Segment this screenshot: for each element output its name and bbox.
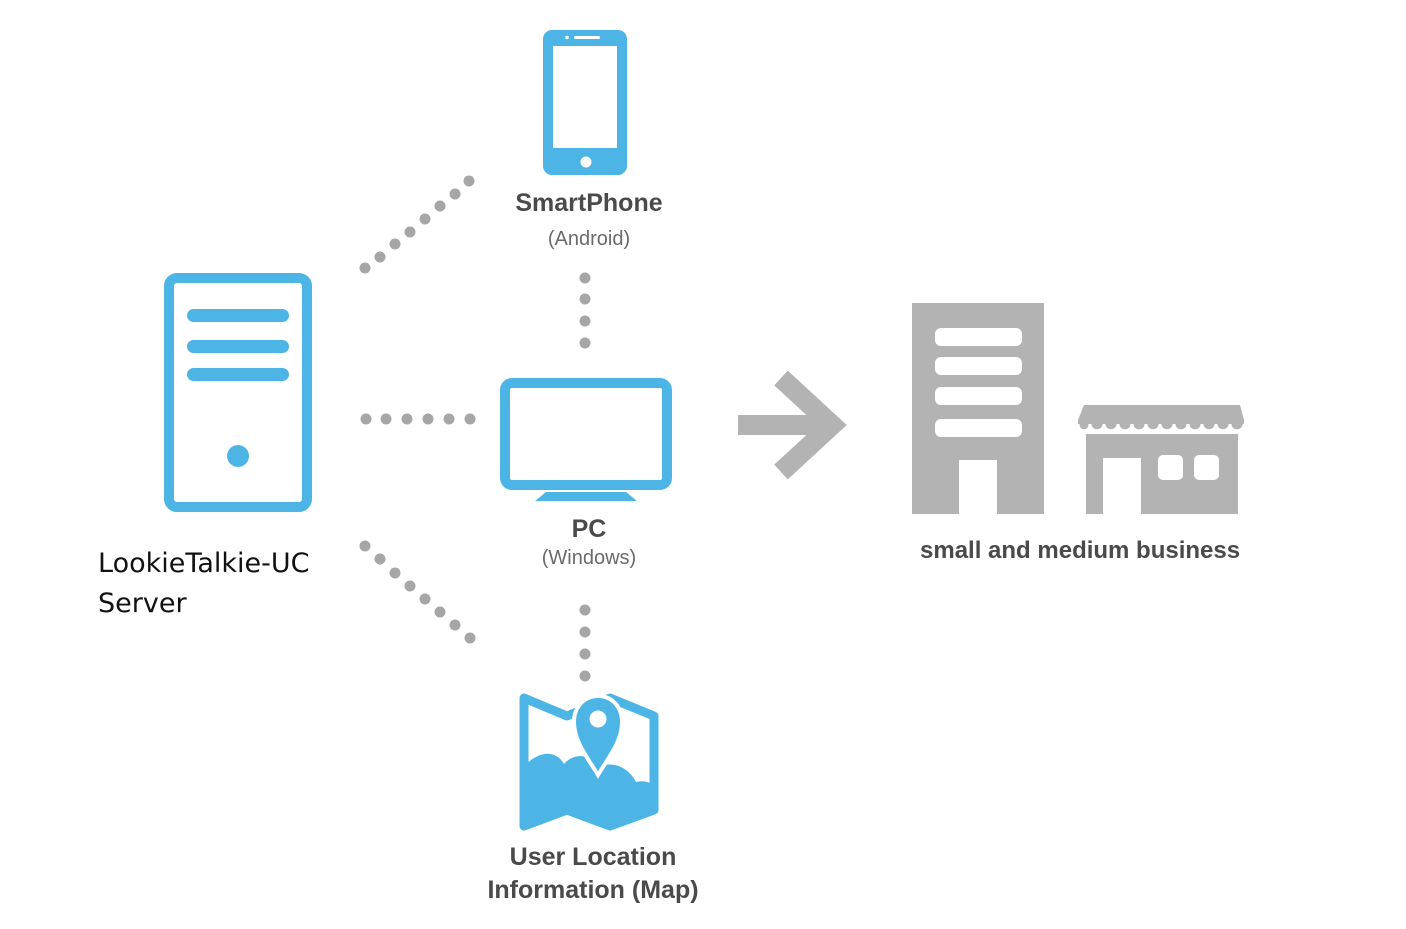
office-building-icon [912, 303, 1044, 514]
connector-server-pc [360, 413, 476, 425]
monitor-icon [500, 378, 672, 501]
connector-pc-map [579, 604, 591, 682]
business-title: small and medium business [920, 537, 1241, 564]
right-arrow-icon [738, 370, 847, 480]
smartphone-subtitle: (Android) [547, 228, 631, 250]
server-label-line1: LookieTalkie-UC [98, 548, 310, 579]
server-label-line2: Server [98, 588, 187, 619]
server-tower-icon [164, 273, 312, 512]
connector-smartphone-pc [579, 272, 591, 349]
connector-server-map [359, 540, 476, 644]
map-title-line1: User Location [509, 843, 677, 871]
pc-title: PC [571, 515, 607, 543]
smartphone-icon [543, 30, 627, 175]
pc-subtitle: (Windows) [541, 547, 637, 569]
map-pin-icon [519, 693, 659, 831]
smartphone-title: SmartPhone [515, 189, 663, 217]
connector-server-smartphone [359, 175, 475, 274]
map-title-line2: Information (Map) [487, 876, 699, 904]
store-icon [1076, 405, 1246, 514]
